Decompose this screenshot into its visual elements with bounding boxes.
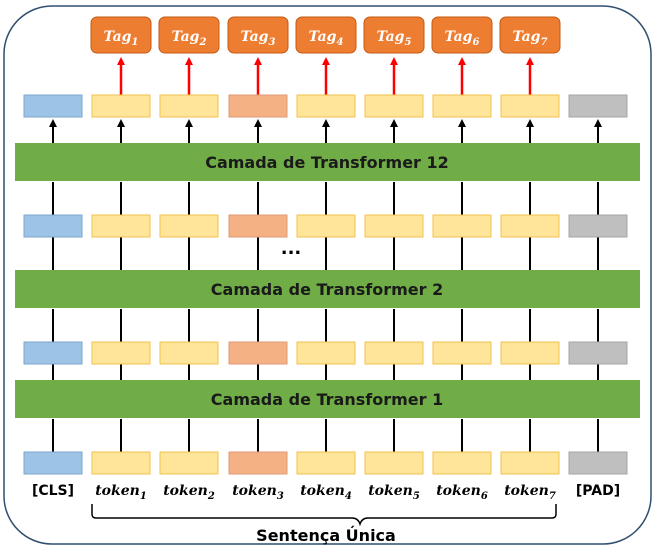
embedding-box [296, 94, 356, 118]
embedding-box [568, 214, 628, 238]
input-token-label: token2 [163, 483, 215, 502]
embedding-box [23, 214, 83, 238]
tag-label: Tag4 [309, 29, 344, 48]
tag-box [431, 16, 493, 54]
tag-box [158, 16, 220, 54]
cls-token-label: [CLS] [32, 483, 74, 499]
embedding-box [23, 94, 83, 118]
sentence-caption: Sentença Única [256, 526, 396, 545]
embedding-box [364, 451, 424, 475]
tag-label: Tag6 [445, 29, 480, 48]
embedding-box [432, 451, 492, 475]
embedding-box [228, 214, 288, 238]
pad-token-label: [PAD] [576, 483, 620, 499]
embedding-box [159, 341, 219, 365]
embeddings-group [23, 94, 628, 475]
tags-group: Tag1 Tag2 Tag3 Tag4 Tag5 Tag6 Tag7 [90, 16, 561, 54]
input-token-label: token4 [300, 483, 352, 502]
tag-box [295, 16, 357, 54]
embedding-box [159, 94, 219, 118]
embedding-box [296, 451, 356, 475]
input-token-label: token7 [504, 483, 556, 502]
transformer-layer-1 [15, 143, 640, 181]
embedding-box [568, 451, 628, 475]
embedding-box [296, 214, 356, 238]
embedding-box [432, 214, 492, 238]
embedding-box [500, 451, 560, 475]
embedding-box [568, 94, 628, 118]
tag-box [363, 16, 425, 54]
embedding-box [364, 341, 424, 365]
embedding-box [432, 341, 492, 365]
inputs-group: [CLS] token1 token2 token3 token4 token5 token… [32, 483, 620, 502]
transformer-layer-label: Camada de Transformer 2 [211, 280, 443, 299]
input-token-label: token1 [95, 483, 147, 502]
input-token-label: token5 [368, 483, 420, 502]
embedding-box [228, 94, 288, 118]
tag-box [90, 16, 152, 54]
input-token-label: token3 [232, 483, 284, 502]
ellipsis-text: ... [281, 238, 302, 259]
embedding-box [296, 341, 356, 365]
input-token-label: token6 [436, 483, 488, 502]
tag-box [227, 16, 289, 54]
transformer-layer-label: Camada de Transformer 1 [211, 390, 443, 409]
transformer-layer-3 [15, 380, 640, 418]
embedding-box [91, 214, 151, 238]
tag-label: Tag2 [172, 29, 207, 48]
sentence-brace [91, 504, 557, 527]
embedding-box [159, 451, 219, 475]
tag-label: Tag3 [241, 29, 276, 48]
embedding-box [23, 451, 83, 475]
embedding-box [364, 214, 424, 238]
embedding-box [91, 451, 151, 475]
tag-label: Tag1 [104, 29, 139, 48]
embedding-box [228, 341, 288, 365]
embedding-box [364, 94, 424, 118]
embedding-box [228, 451, 288, 475]
embedding-box [91, 94, 151, 118]
layers-group: Camada de Transformer 12 Camada de Transf… [15, 143, 640, 418]
embedding-box [500, 214, 560, 238]
embedding-box [500, 94, 560, 118]
tag-label: Tag7 [513, 29, 548, 48]
embedding-box [23, 341, 83, 365]
embedding-box [432, 94, 492, 118]
tag-label: Tag5 [377, 29, 412, 48]
embedding-box [500, 341, 560, 365]
transformer-layer-label: Camada de Transformer 12 [205, 153, 449, 172]
embedding-box [159, 214, 219, 238]
embedding-box [568, 341, 628, 365]
transformer-layer-2 [15, 270, 640, 308]
tag-box [499, 16, 561, 54]
embedding-box [91, 341, 151, 365]
